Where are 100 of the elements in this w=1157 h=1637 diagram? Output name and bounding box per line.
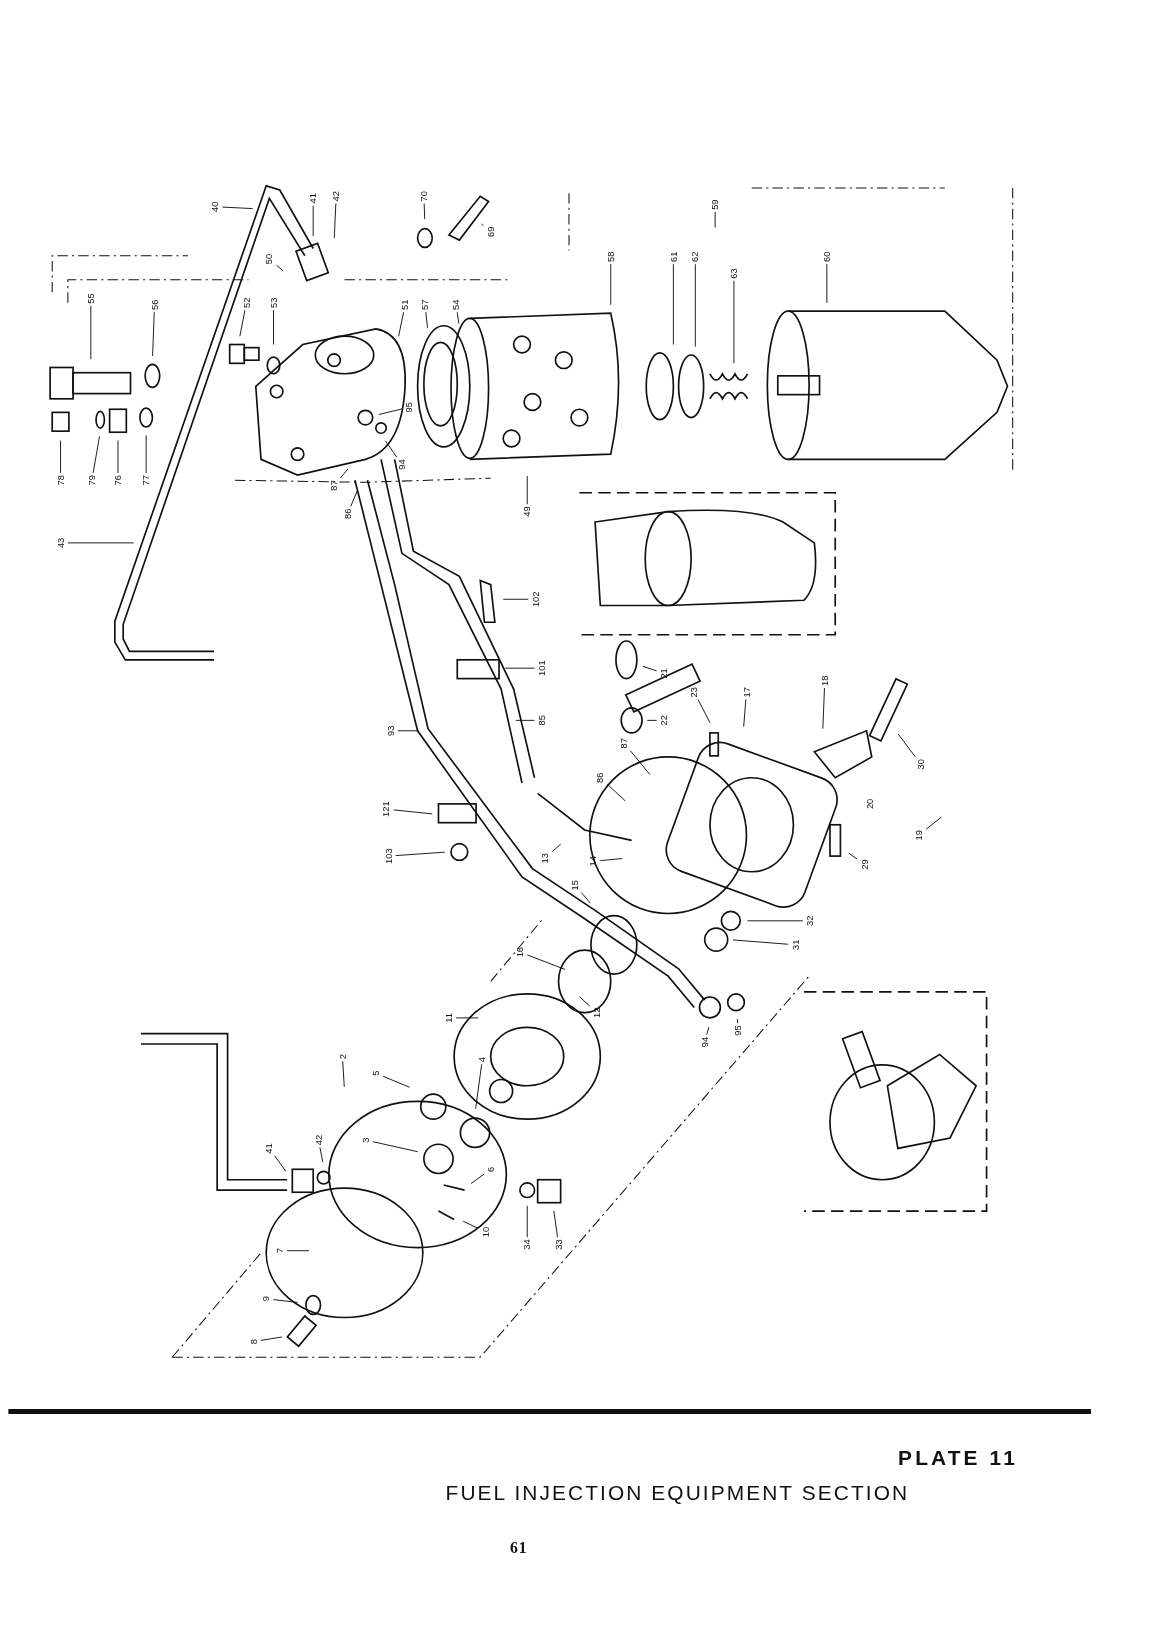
leader-line [642,665,658,672]
callout-number: 101 [536,660,548,676]
leader-line [504,667,535,669]
leader-line [342,1060,345,1088]
callout-number: 62 [690,251,701,263]
leader-line [312,205,314,237]
leader-line [60,440,61,474]
leader-line [92,435,100,474]
leader-line [470,1173,485,1184]
callout-number: 86 [342,508,353,519]
callout-number: 32 [804,915,816,927]
leader-line [515,719,535,721]
leader-line [423,203,426,220]
leader-line [152,311,155,357]
leader-line [372,1141,419,1153]
callout-number: 12 [591,1007,603,1018]
callout-number: 3 [360,1137,371,1143]
callout-number: 60 [821,251,833,263]
callout-number: 63 [728,268,740,279]
callout-number: 8 [248,1338,259,1345]
leader-line [276,264,284,272]
leader-line [145,434,147,474]
leader-line [286,1250,310,1252]
leader-line [456,311,460,325]
leader-line [382,1075,411,1088]
leader-line [599,858,623,862]
callout-number: 5 [370,1070,382,1076]
callout-number: 57 [419,299,431,311]
callout-number: 15 [570,880,581,891]
callout-number: 94 [699,1036,710,1048]
leader-line [393,809,433,815]
section-title: FUEL INJECTION EQUIPMENT SECTION [445,1480,910,1505]
leader-line [629,750,651,775]
leader-line [672,263,674,345]
callout-number: 76 [112,475,124,486]
callout-number: 102 [530,591,541,608]
callout-number: 59 [709,199,721,210]
callout-number: 43 [55,537,66,549]
leader-line [398,311,405,337]
leader-line [502,598,529,600]
callout-number: 34 [522,1239,533,1250]
callout-number: 40 [209,201,221,212]
leader-line [273,309,274,345]
leader-line [733,280,735,364]
leader-line [333,203,337,239]
callout-number: 20 [864,798,875,810]
leader-line [551,843,562,853]
leader-line [239,309,246,337]
callout-number: 94 [396,459,408,470]
leader-line [526,954,566,970]
leader-line [747,920,804,922]
callout-number: 33 [553,1239,564,1250]
leader-line [578,996,591,1007]
callout-number: 11 [443,1013,455,1023]
leader-line [480,223,484,227]
leader-line [526,475,528,505]
callout-number: 51 [399,299,411,311]
leader-line [714,211,716,229]
leader-line [319,1146,324,1163]
callout-number: 61 [668,251,679,263]
leader-line [462,1220,479,1229]
leader-line [694,263,696,348]
leader-line [395,851,446,857]
callout-number: 86 [595,772,606,783]
callout-number: 42 [313,1134,324,1146]
leader-line [385,440,398,458]
callout-number: 42 [330,191,342,202]
leader-line [706,1026,710,1036]
leader-line [925,816,943,830]
leader-line [848,852,858,860]
leader-line [221,206,254,210]
callout-number: 69 [485,226,496,237]
callout-number: 78 [55,475,66,486]
callout-number: 85 [536,715,548,726]
callout-number: 53 [268,297,279,308]
callout-number: 103 [383,848,394,864]
callout-number: 16 [514,946,526,958]
leader-line [273,1299,299,1303]
callout-number: 2 [337,1053,348,1060]
leader-line [897,733,916,758]
leader-line [553,1210,558,1238]
callout-number: 52 [241,297,252,308]
callout-number: 23 [689,686,700,698]
callout-number: 19 [913,830,924,841]
callout-number: 13 [539,852,551,864]
callout-number: 79 [86,475,98,486]
callout-number: 87 [328,480,340,491]
leader-line [697,699,711,724]
leader-line [339,468,349,479]
leader-line [475,1063,483,1110]
callout-number: 121 [381,801,392,817]
page-number: 61 [510,1539,528,1558]
callout-number: 58 [605,251,616,263]
callout-number: 10 [480,1226,491,1238]
leader-line [350,489,358,507]
callout-number: 49 [522,506,533,517]
leader-line [455,1017,479,1019]
callout-number: 30 [915,759,927,770]
callout-number: 95 [732,1025,744,1036]
leader-line [826,263,828,304]
